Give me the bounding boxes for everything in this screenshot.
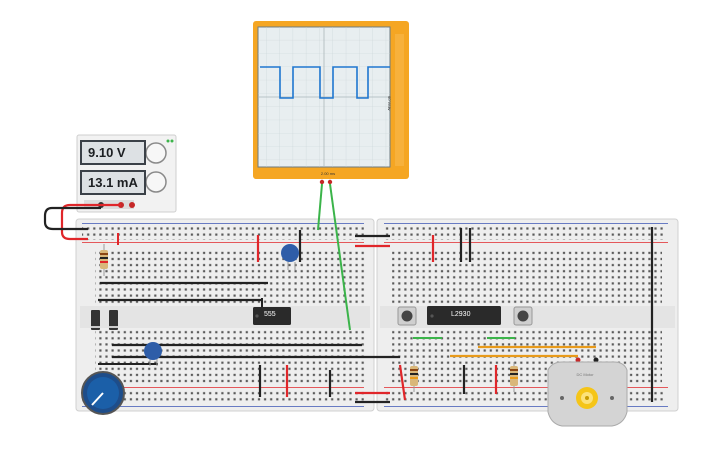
voltage-knob xyxy=(145,142,167,164)
capacitor-top[interactable] xyxy=(281,244,299,270)
current-knob xyxy=(145,171,167,193)
scope-waveform xyxy=(260,66,390,99)
driver-chip-label: L2930 xyxy=(451,311,471,318)
scope-volts-label: 60 V/div xyxy=(387,96,392,111)
oscilloscope[interactable] xyxy=(253,21,409,185)
diode-2[interactable] xyxy=(109,310,118,330)
motor-label: DC Motor xyxy=(576,372,594,377)
scope-time-label: 2.00 ms xyxy=(320,171,336,176)
timer-chip-label: 555 xyxy=(264,311,276,318)
current-display: 13.1 mA xyxy=(80,170,146,195)
supply-leads xyxy=(43,203,121,241)
resistor-right-2[interactable] xyxy=(510,362,518,392)
voltage-display: 9.10 V xyxy=(80,140,146,165)
capacitor-bottom[interactable] xyxy=(144,342,162,366)
push-button-left[interactable] xyxy=(397,306,417,326)
resistor-left[interactable] xyxy=(100,244,108,276)
timer-chip[interactable] xyxy=(253,307,291,325)
push-button-right[interactable] xyxy=(513,306,533,326)
driver-chip[interactable] xyxy=(427,306,501,325)
resistor-right-1[interactable] xyxy=(410,362,418,392)
diode-1[interactable] xyxy=(91,310,100,330)
wires-right[interactable] xyxy=(398,227,654,402)
dc-motor[interactable] xyxy=(547,361,628,427)
potentiometer[interactable] xyxy=(81,371,125,415)
motor-gear-icon xyxy=(576,387,598,409)
